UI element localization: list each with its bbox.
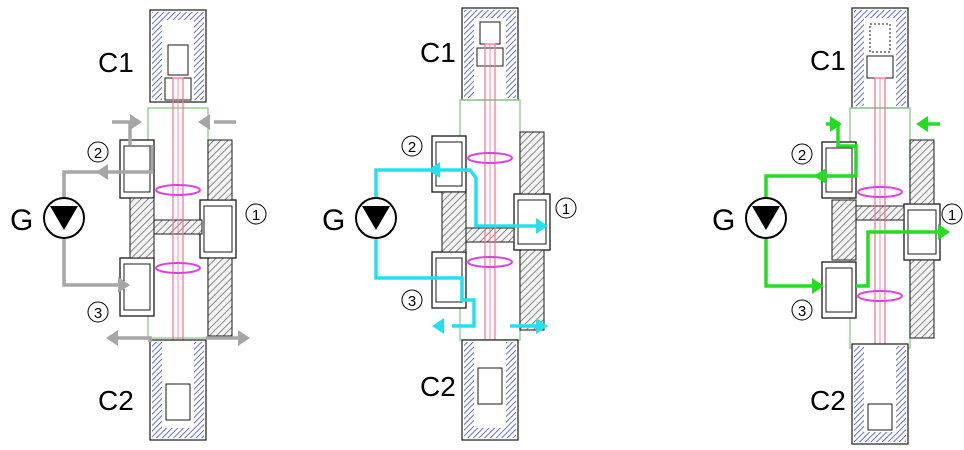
cylinder-c1 — [851, 7, 909, 109]
svg-text:2: 2 — [798, 147, 806, 164]
svg-text:3: 3 — [94, 305, 102, 322]
cylinder-c2-label: C2 — [420, 371, 456, 402]
valve-assembly — [119, 9, 237, 441]
flow-lines — [374, 168, 536, 328]
port-marker-3: 3 — [791, 299, 813, 321]
cylinder-c1-label: C1 — [420, 37, 456, 68]
port-marker-3: 3 — [87, 301, 109, 323]
panel-left: G C1 C2 2 3 1 — [10, 9, 267, 441]
port-marker-1: 1 — [555, 197, 577, 219]
svg-text:3: 3 — [408, 293, 416, 310]
svg-text:3: 3 — [798, 303, 806, 320]
generator-label: G — [712, 204, 735, 237]
svg-text:2: 2 — [408, 139, 416, 156]
svg-text:1: 1 — [948, 207, 956, 224]
flow-arrowheads — [812, 116, 950, 294]
generator-symbol — [43, 197, 85, 239]
port-marker-3: 3 — [401, 289, 423, 311]
cylinder-c2 — [851, 343, 909, 445]
port-marker-1: 1 — [245, 203, 267, 225]
generator-symbol — [745, 197, 787, 239]
port-marker-1: 1 — [941, 203, 963, 225]
flow-arrowheads — [96, 114, 250, 346]
cylinder-c2-label: C2 — [98, 385, 134, 416]
cylinder-c1-label: C1 — [98, 47, 134, 78]
cylinder-c1-label: C1 — [810, 45, 846, 76]
generator-symbol — [355, 197, 397, 239]
svg-text:2: 2 — [94, 145, 102, 162]
port-marker-2: 2 — [87, 141, 109, 163]
generator-label: G — [322, 204, 345, 237]
panel-middle: G C1 C2 2 3 1 — [322, 7, 577, 441]
cylinder-c2-label: C2 — [810, 385, 846, 416]
port-marker-2: 2 — [791, 143, 813, 165]
svg-text:1: 1 — [252, 207, 260, 224]
svg-text:1: 1 — [562, 201, 570, 218]
panel-right: G C1 C2 2 3 1 — [712, 7, 963, 445]
valve-assembly — [431, 7, 551, 441]
valve-assembly — [821, 7, 941, 445]
generator-label: G — [10, 204, 33, 237]
cylinder-c2 — [461, 339, 519, 441]
cylinder-c2 — [149, 339, 207, 441]
flow-arrowheads — [428, 162, 548, 334]
port-marker-2: 2 — [401, 135, 423, 157]
